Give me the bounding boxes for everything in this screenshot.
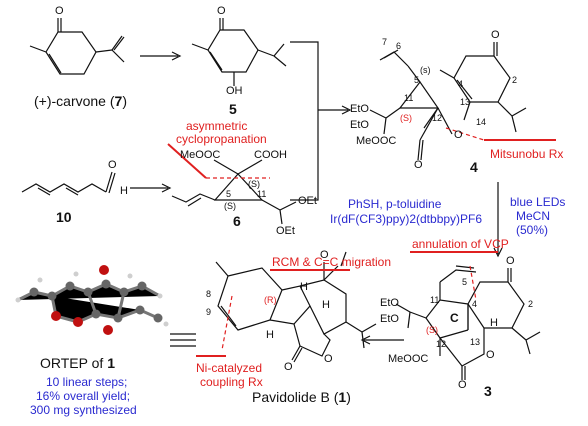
- c4-carbonyl-oxygen: O: [414, 159, 423, 171]
- pavidolide-number: 1: [338, 389, 347, 405]
- pavidolide-close: ): [346, 389, 351, 405]
- c3-carbonyl-oxygen: O: [458, 379, 467, 391]
- c3-pos5: 5: [462, 277, 468, 287]
- c3-pos13: 13: [470, 337, 481, 347]
- reagent-line2: Ir(dF(CF3)ppy)2(dtbbpy)PF6: [330, 212, 483, 226]
- c10-number: 10: [56, 209, 72, 225]
- c1-lactone-oxygen: O: [324, 353, 333, 365]
- c4-stereo-s: (s): [420, 65, 431, 75]
- c6-cooh: COOH: [254, 149, 287, 161]
- c3-eto1: EtO: [380, 297, 399, 309]
- c1-h3: H: [266, 329, 274, 341]
- c3-hydrogen: H: [490, 317, 498, 329]
- ortep-caption-text: ORTEP of: [40, 355, 108, 371]
- asym-label-line1: asymmetric: [186, 119, 248, 133]
- c1-stereo-R: (R): [264, 295, 277, 305]
- c4-pos7: 7: [382, 37, 388, 47]
- vcp-label: annulation of VCP: [412, 237, 509, 251]
- summary-line2: 16% overall yield;: [36, 389, 131, 403]
- c4-stereo-S: (S): [400, 113, 412, 123]
- compound-3-structure: [395, 265, 541, 380]
- c5-hydroxyl: OH: [226, 85, 243, 97]
- c3-pos4: 4: [472, 299, 478, 309]
- c4-ester-oxygen: O: [454, 129, 463, 141]
- c1-pos9: 9: [206, 307, 212, 317]
- c10-hydrogen: H: [120, 185, 128, 197]
- c3-pos2: 2: [528, 299, 534, 309]
- c10-oxygen: O: [108, 159, 117, 171]
- c1-ketone-oxygen: O: [320, 249, 329, 261]
- c4-eto1: EtO: [350, 103, 369, 115]
- c5-number: 5: [229, 101, 237, 117]
- compound-6-structure: [171, 159, 297, 225]
- light-line3: (50%): [516, 223, 549, 237]
- compound-4-structure: [369, 42, 527, 161]
- ortep-model: [15, 265, 169, 335]
- c3-pos12: 12: [436, 339, 447, 349]
- c6-oet2: OEt: [276, 225, 295, 237]
- c3-number: 3: [484, 383, 492, 399]
- c3-eto2: EtO: [380, 313, 399, 325]
- c6-meooc: MeOOC: [180, 149, 221, 161]
- c3-ketone-oxygen: O: [506, 255, 515, 267]
- reagent-line1: PhSH, p-toluidine: [348, 197, 442, 211]
- pavidolide-name: Pavidolide B (: [252, 389, 339, 405]
- c1-carbonyl-oxygen: O: [284, 361, 293, 373]
- carvone-structure: [29, 18, 125, 75]
- c4-ketone-oxygen: O: [491, 29, 500, 41]
- c4-pos11: 11: [404, 93, 414, 103]
- c4-pos4: 4: [458, 79, 464, 89]
- c4-pos6: 6: [396, 41, 402, 51]
- c4-pos14: 14: [476, 117, 487, 127]
- c3-meooc: MeOOC: [388, 353, 429, 365]
- ortep-caption-number: 1: [107, 355, 115, 371]
- c3-ring-c: C: [450, 311, 459, 325]
- light-line1: blue LEDs: [510, 195, 566, 209]
- summary-line3: 300 mg synthesized: [30, 403, 137, 417]
- asym-label-line2: cyclopropanation: [176, 132, 267, 146]
- compound-10-structure: [21, 171, 116, 196]
- c1-h2: H: [322, 299, 330, 311]
- c3-pos11: 11: [430, 295, 440, 305]
- c6-pos5: 5: [226, 189, 232, 199]
- c6-pos11: 11: [257, 189, 267, 199]
- c6-stereo5: (S): [224, 201, 236, 211]
- c4-pos2: 2: [512, 75, 518, 85]
- c5-oxygen: O: [217, 5, 226, 17]
- carvone-number: 7: [114, 93, 123, 109]
- c6-stereo11: (S): [248, 179, 260, 189]
- rcm-label: RCM & C=C migration: [272, 255, 392, 269]
- carvone-label: (+)-carvone (7): [34, 94, 127, 108]
- summary-line1: 10 linear steps;: [46, 375, 128, 389]
- c6-number: 6: [233, 213, 241, 229]
- c1-h1: H: [300, 281, 308, 293]
- ni-label-line2: coupling Rx: [200, 375, 263, 389]
- c4-meooc: MeOOC: [356, 135, 397, 147]
- c3-stereo-S: (S): [426, 325, 438, 335]
- ni-label-line1: Ni-catalyzed: [196, 361, 263, 375]
- pavidolide-label: Pavidolide B (1): [252, 390, 351, 404]
- carvone-close: ): [122, 93, 127, 109]
- light-line2: MeCN: [516, 209, 551, 223]
- compound-5-structure: [191, 18, 287, 86]
- c4-number: 4: [470, 159, 478, 175]
- carvone-name: (+)-carvone (: [34, 93, 115, 109]
- c4-pos12: 12: [432, 113, 443, 123]
- c3-lactone-oxygen: O: [486, 349, 495, 361]
- c1-pos8: 8: [206, 289, 212, 299]
- ortep-caption: ORTEP of 1: [40, 356, 115, 370]
- c6-oet1: OEt: [298, 195, 317, 207]
- c4-pos13: 13: [460, 97, 471, 107]
- mitsunobu-label: Mitsunobu Rx: [490, 147, 564, 161]
- c4-eto2: EtO: [350, 119, 369, 131]
- c4-pos5: 5: [414, 75, 420, 85]
- carvone-oxygen: O: [55, 5, 64, 17]
